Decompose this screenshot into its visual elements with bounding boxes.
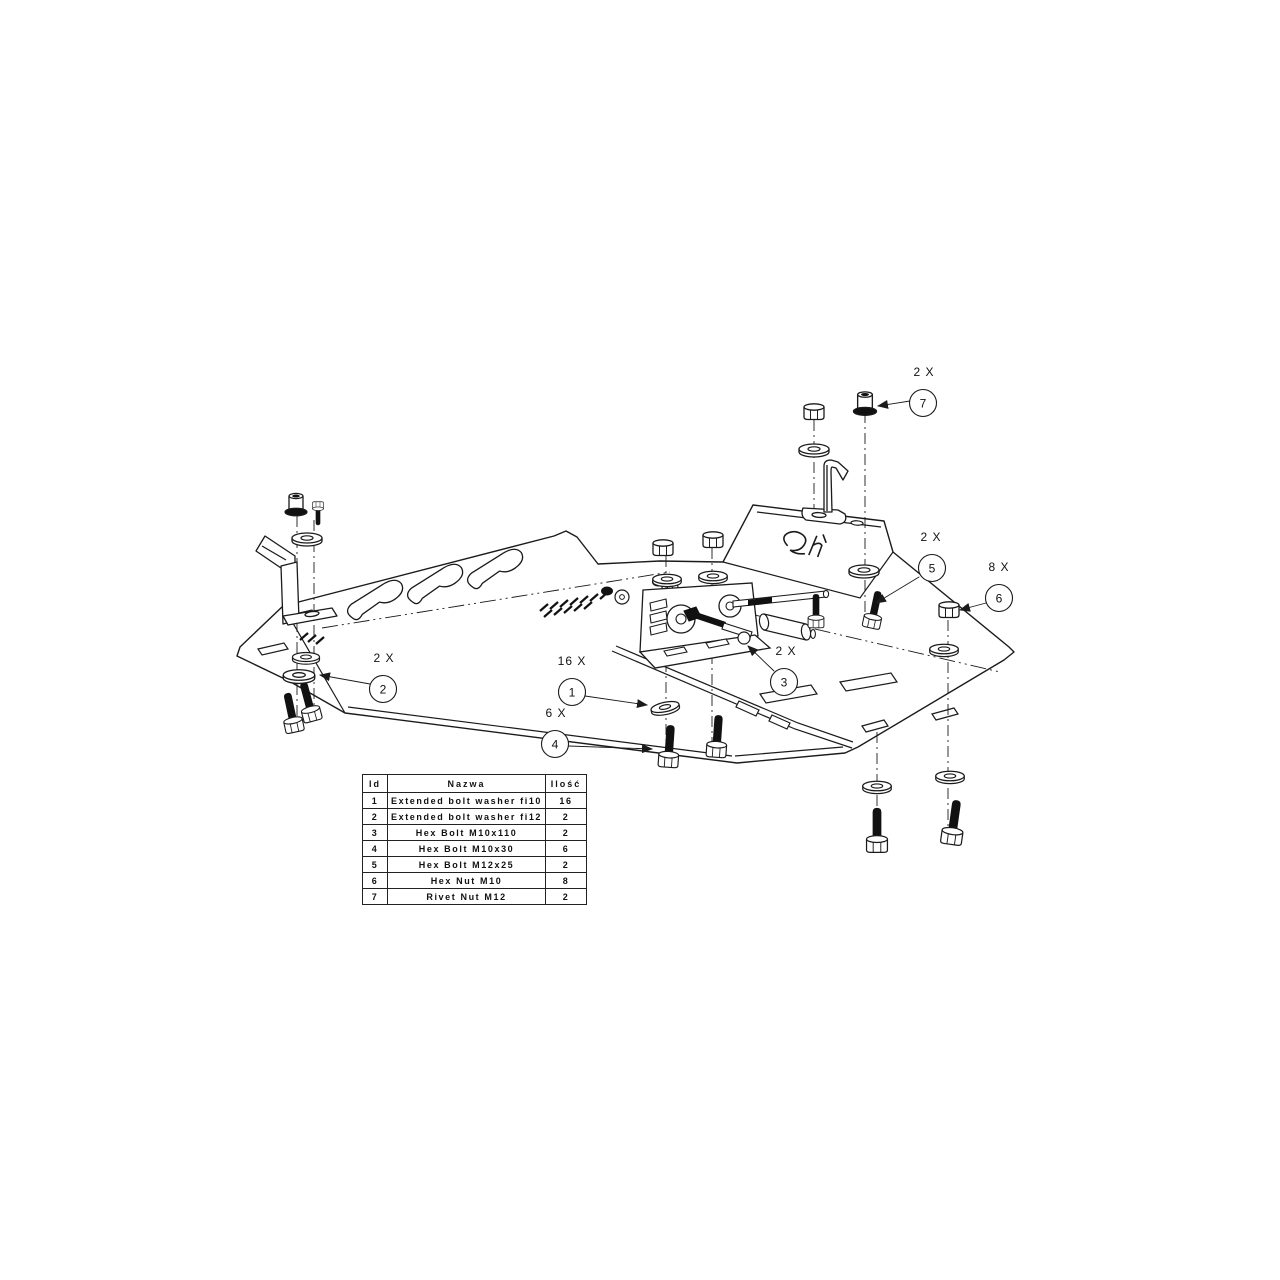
callout-7: 2 X 7 [877,365,938,418]
callouts: 2 X 2 16 X 1 6 X 4 2 X 3 2 X 7 [319,365,1014,759]
bracket-slots [649,598,730,657]
part-name: Extended bolt washer fi12 [386,808,547,825]
part-name: Extended bolt washer fi10 [386,792,547,809]
part-id: 6 [362,872,388,889]
part-id: 1 [362,792,388,809]
callout-7-qty: 2 X [913,365,934,379]
skid-plate-outline [236,504,1015,764]
part-qty: 8 [545,872,588,889]
washer-icon [935,770,965,785]
embossed-text-marks [299,591,609,645]
hex-nut-icon [938,601,960,619]
hex-nut-icon [702,531,724,549]
washer-icon [291,651,321,665]
part-id: 3 [362,824,388,841]
callout-5: 2 X 5 [875,530,947,604]
table-row: 5 Hex Bolt M12x25 2 [362,856,588,873]
hex-nut-icon [652,539,674,557]
callout-6-qty: 8 X [988,560,1009,574]
part-qty: 6 [545,840,588,857]
callout-3: 2 X 3 [747,644,799,697]
washer-icon [698,570,728,585]
washer-icon [798,443,830,458]
rivet-nut-icon [284,492,308,517]
callout-4-qty: 6 X [545,706,566,720]
part-name: Hex Nut M10 [386,872,547,889]
parts-table: Id Nazwa Ilość 1 Extended bolt washer fi… [362,774,588,905]
washer-icon [282,669,316,685]
rivet-nut-icon [852,391,878,417]
callout-4-number: 4 [552,738,559,752]
part-id: 2 [362,808,388,825]
hex-nut-icon [803,403,825,421]
callout-3-number: 3 [781,676,788,690]
callout-1-number: 1 [569,686,576,700]
washer-icon [848,564,880,579]
table-row: 6 Hex Nut M10 8 [362,872,588,889]
hook-bracket [801,459,849,525]
long-bolts [683,589,830,645]
part-qty: 2 [545,808,588,825]
washer-icon [291,532,323,547]
hex-bolt-icon [865,807,889,853]
brand-logo-icon [783,530,827,558]
callout-1: 16 X 1 [558,654,648,709]
washer-icon [929,643,959,658]
part-id: 5 [362,856,388,873]
header-qty: Ilość [545,774,588,793]
washer-icon [652,573,682,588]
table-row: 2 Extended bolt washer fi12 2 [362,808,588,825]
callout-1-qty: 16 X [558,654,587,668]
table-row: 1 Extended bolt washer fi10 16 [362,792,588,809]
part-name: Hex Bolt M10x110 [386,824,547,841]
part-name: Hex Bolt M10x30 [386,840,547,857]
callout-6-number: 6 [996,592,1003,606]
header-name: Nazwa [386,774,547,793]
part-name: Hex Bolt M12x25 [386,856,547,873]
callout-2: 2 X 2 [319,651,398,704]
part-qty: 2 [545,856,588,873]
callout-5-qty: 2 X [920,530,941,544]
part-qty: 2 [545,824,588,841]
hex-bolt-icon [939,798,968,847]
table-row: 7 Rivet Nut M12 2 [362,888,588,905]
washer-icon [862,780,892,795]
callout-2-number: 2 [380,683,387,697]
callout-5-number: 5 [929,562,936,576]
part-qty: 2 [545,888,588,905]
part-id: 7 [362,888,388,905]
skid-plate [236,504,1015,764]
header-id: Id [362,774,388,793]
callout-7-number: 7 [920,397,927,411]
hex-bolt-icon [277,690,306,735]
front-bracket [255,535,338,626]
part-name: Rivet Nut M12 [386,888,547,905]
callout-2-qty: 2 X [373,651,394,665]
parts-table-header-row: Id Nazwa Ilość [362,774,588,793]
callout-3-qty: 2 X [775,644,796,658]
callout-4: 6 X 4 [540,706,653,759]
table-row: 3 Hex Bolt M10x110 2 [362,824,588,841]
part-id: 4 [362,840,388,857]
callout-6: 8 X 6 [959,560,1014,613]
table-row: 4 Hex Bolt M10x30 6 [362,840,588,857]
part-qty: 16 [545,792,588,809]
